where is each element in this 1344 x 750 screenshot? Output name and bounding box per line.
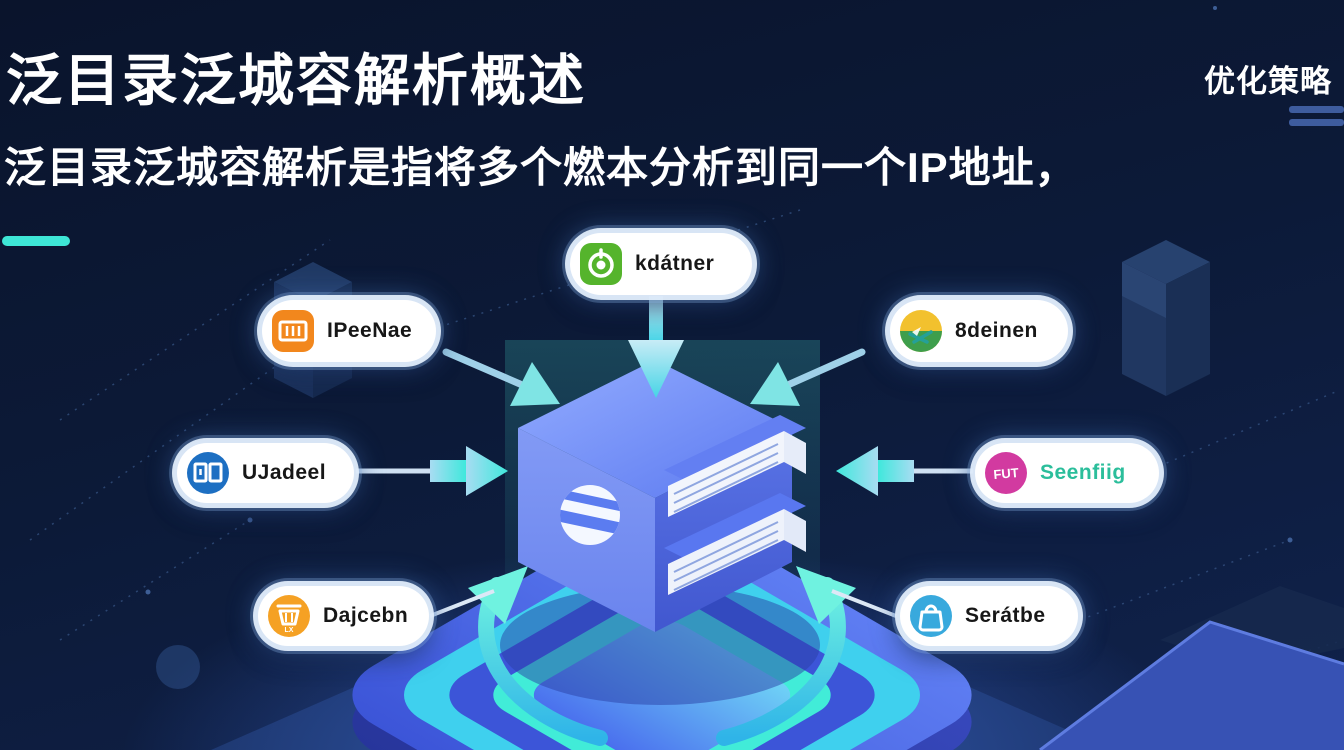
node-label: IPeeNae — [327, 319, 413, 342]
node-bottom-left: LX Dajcebn — [258, 586, 429, 646]
bag-icon — [910, 595, 952, 637]
node-label: 8deinen — [955, 319, 1038, 342]
accent-bar — [2, 236, 70, 246]
svg-text:LX: LX — [285, 627, 294, 634]
svg-text:FUT: FUT — [993, 465, 1020, 482]
node-bottom-right: Serátbe — [900, 586, 1078, 646]
globe-logo-icon — [560, 485, 620, 545]
corner-lines-decoration — [1289, 106, 1344, 132]
landscape-icon — [900, 310, 942, 352]
corner-label: 优化策略 — [1204, 64, 1332, 99]
arrow-mid-left — [356, 446, 508, 496]
server-cube — [500, 360, 820, 705]
node-mid-right: FUT Seenfiig — [975, 443, 1159, 503]
node-label: Seenfiig — [1040, 461, 1126, 484]
arrow-mid-right — [836, 446, 973, 496]
connector-bottom-left — [429, 589, 495, 618]
bottom-right-slab-decoration — [1039, 586, 1344, 750]
subtitle: 泛目录泛城容解析是指将多个燃本分析到同一个IP地址， — [4, 144, 1078, 191]
node-upper-left: IPeeNae — [262, 300, 436, 362]
keypad-icon — [272, 310, 314, 352]
arrow-upper-left — [442, 348, 560, 406]
dial-icon — [580, 243, 622, 285]
books — [664, 415, 806, 595]
curved-arrow-left — [468, 566, 608, 746]
page-title: 泛目录泛城容解析概述 — [6, 49, 586, 112]
node-label: UJadeel — [242, 461, 327, 484]
right-prism-decoration — [1122, 240, 1210, 396]
node-label: kdátner — [635, 252, 715, 275]
cart-icon: LX — [268, 595, 310, 637]
curved-arrow-right — [716, 566, 856, 746]
node-top: kdátner — [570, 233, 752, 295]
doors-icon — [187, 452, 229, 494]
arrow-top — [628, 296, 684, 398]
arrow-upper-right — [750, 348, 866, 406]
node-label: Dajcebn — [323, 604, 409, 627]
node-label: Serátbe — [965, 604, 1046, 627]
fut-letters-icon: FUT — [985, 452, 1027, 494]
connector-bottom-right — [831, 589, 897, 618]
node-mid-left: UJadeel — [177, 443, 354, 503]
node-upper-right: 8deinen — [890, 300, 1068, 362]
